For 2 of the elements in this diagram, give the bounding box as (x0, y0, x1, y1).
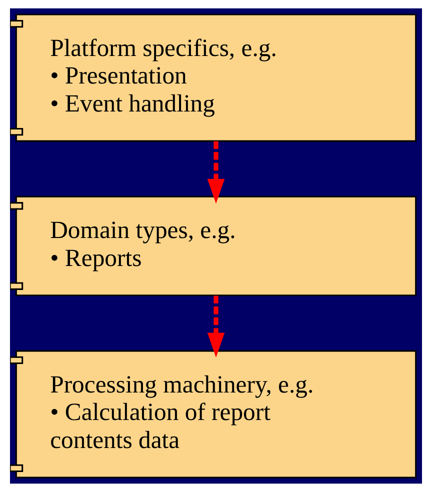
arrow (207, 141, 225, 204)
arrow (207, 296, 225, 358)
